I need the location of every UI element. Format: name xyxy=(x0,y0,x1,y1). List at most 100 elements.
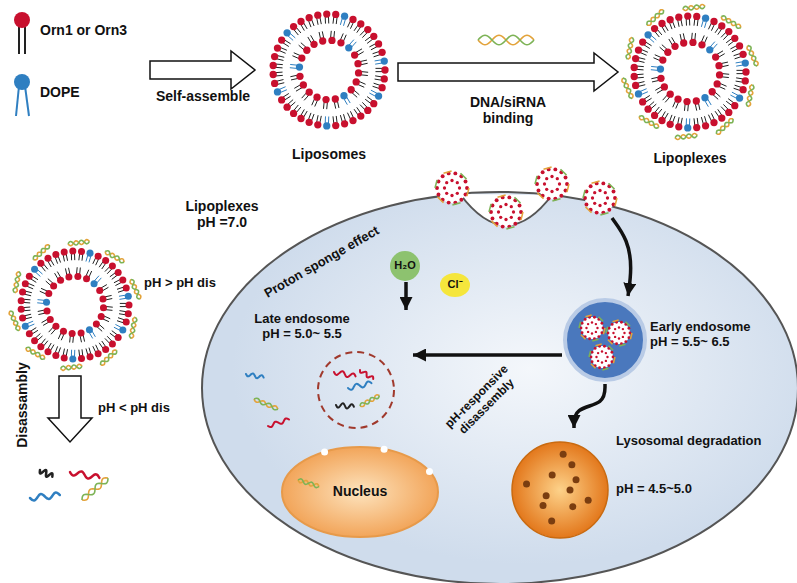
lipid-symbol xyxy=(10,72,36,120)
lipid-bilayer xyxy=(706,46,713,53)
legend-text: DOPE xyxy=(40,84,80,100)
lipid-bilayer xyxy=(381,57,388,64)
lipid-bilayer xyxy=(271,80,278,87)
dna-strand xyxy=(647,10,664,25)
mini-liposome xyxy=(535,167,569,201)
lipid-bilayer xyxy=(351,51,358,58)
lipid-bilayer xyxy=(644,105,651,112)
mini-liposome xyxy=(585,183,615,213)
lipid-bilayer xyxy=(9,240,141,371)
lipid-bilayer xyxy=(671,43,678,50)
mini-liposome xyxy=(587,323,589,325)
lipid-bilayer xyxy=(715,62,722,69)
lipid-bilayer xyxy=(50,282,57,289)
lipid-symbol xyxy=(24,24,26,54)
dna-strand xyxy=(33,245,49,260)
mini-liposome xyxy=(589,184,593,188)
lipid-bilayer xyxy=(102,257,109,264)
mini-liposome xyxy=(612,190,616,194)
lipid-bilayer xyxy=(95,350,102,357)
mini-liposome xyxy=(603,328,605,334)
lipid-bilayer xyxy=(323,10,330,17)
dna-strand xyxy=(82,478,108,500)
lipid-bilayer xyxy=(667,121,674,128)
hollow-arrow xyxy=(48,376,92,442)
node-text: pH = 4.5~5.0 xyxy=(616,482,736,497)
dna-strand xyxy=(33,245,49,260)
lipid-bilayer xyxy=(357,112,364,119)
lipid-symbol xyxy=(16,86,19,116)
lipid-bilayer xyxy=(674,96,681,103)
lysosome xyxy=(567,487,574,494)
mini-liposome xyxy=(598,366,601,369)
dna-strand xyxy=(26,347,45,359)
mini-liposome xyxy=(607,208,611,212)
lysosome xyxy=(568,461,575,468)
lipid-bilayer xyxy=(26,273,33,280)
water-drop: H₂O xyxy=(389,250,423,282)
lipid-bilayer xyxy=(274,88,281,95)
lipid-bilayer xyxy=(658,20,665,27)
lipid-bilayer xyxy=(348,86,355,93)
mini-liposome xyxy=(627,327,630,330)
dna-strand xyxy=(68,240,89,246)
mini-liposome xyxy=(545,177,548,180)
lipid-bilayer xyxy=(57,277,64,284)
lipid-bilayer xyxy=(296,63,303,70)
lipid-bilayer xyxy=(278,96,285,103)
mini-liposome xyxy=(561,169,567,175)
mini-liposome xyxy=(614,336,616,338)
mini-liposome xyxy=(623,332,625,334)
lipid-bilayer xyxy=(300,81,307,88)
mini-liposome xyxy=(595,211,599,215)
dna-strand xyxy=(33,245,49,260)
mini-liposome xyxy=(604,191,607,194)
lipid-bilayer xyxy=(61,249,68,256)
lipid-bilayer xyxy=(725,109,732,116)
mini-liposome xyxy=(595,331,597,333)
mini-liposome xyxy=(491,217,495,221)
dna-strand xyxy=(626,37,634,59)
liposome-figure xyxy=(262,4,396,170)
mini-liposome xyxy=(556,177,559,180)
node-text: Liposomes xyxy=(262,146,396,162)
lipid-bilayer xyxy=(322,96,329,103)
mini-liposome xyxy=(614,328,616,330)
dna-strand xyxy=(105,251,124,263)
lipid-bilayer xyxy=(731,102,738,109)
lipid-bilayer xyxy=(306,119,313,126)
mini-liposome xyxy=(595,323,597,325)
mini-liposome xyxy=(597,335,600,338)
lysosome xyxy=(512,442,608,538)
dna-strand xyxy=(61,365,82,370)
mini-liposome xyxy=(489,195,523,229)
mini-liposome xyxy=(598,189,601,192)
lipid-bilayer xyxy=(354,60,361,67)
lipid-bilayer xyxy=(631,64,638,71)
mini-liposome xyxy=(552,199,560,201)
cell-body xyxy=(268,418,289,427)
mini-liposome xyxy=(585,207,591,213)
lipid-bilayer xyxy=(52,251,59,258)
mini-liposome xyxy=(591,332,593,334)
lysosome xyxy=(569,503,576,510)
lipoplex-figure xyxy=(8,236,258,372)
mini-liposome xyxy=(495,198,499,202)
mini-liposome xyxy=(601,361,603,363)
nucleus xyxy=(381,446,388,453)
mini-liposome xyxy=(607,364,610,367)
lipid-bilayer xyxy=(712,53,719,60)
lipid-bilayer xyxy=(123,319,130,326)
endocytosis-arrow xyxy=(612,218,631,296)
lipid-bilayer xyxy=(736,42,743,49)
mini-liposome xyxy=(618,337,620,339)
lipid-bilayer xyxy=(639,38,646,45)
lipid-bilayer xyxy=(95,253,102,260)
mini-liposome xyxy=(584,318,587,321)
dna-strand xyxy=(105,251,124,262)
lipid-bilayer xyxy=(31,337,38,344)
lipid-bilayer xyxy=(44,255,51,262)
lipid-bilayer xyxy=(710,18,717,25)
dna-strand xyxy=(360,395,379,406)
dna-strand xyxy=(254,398,278,409)
